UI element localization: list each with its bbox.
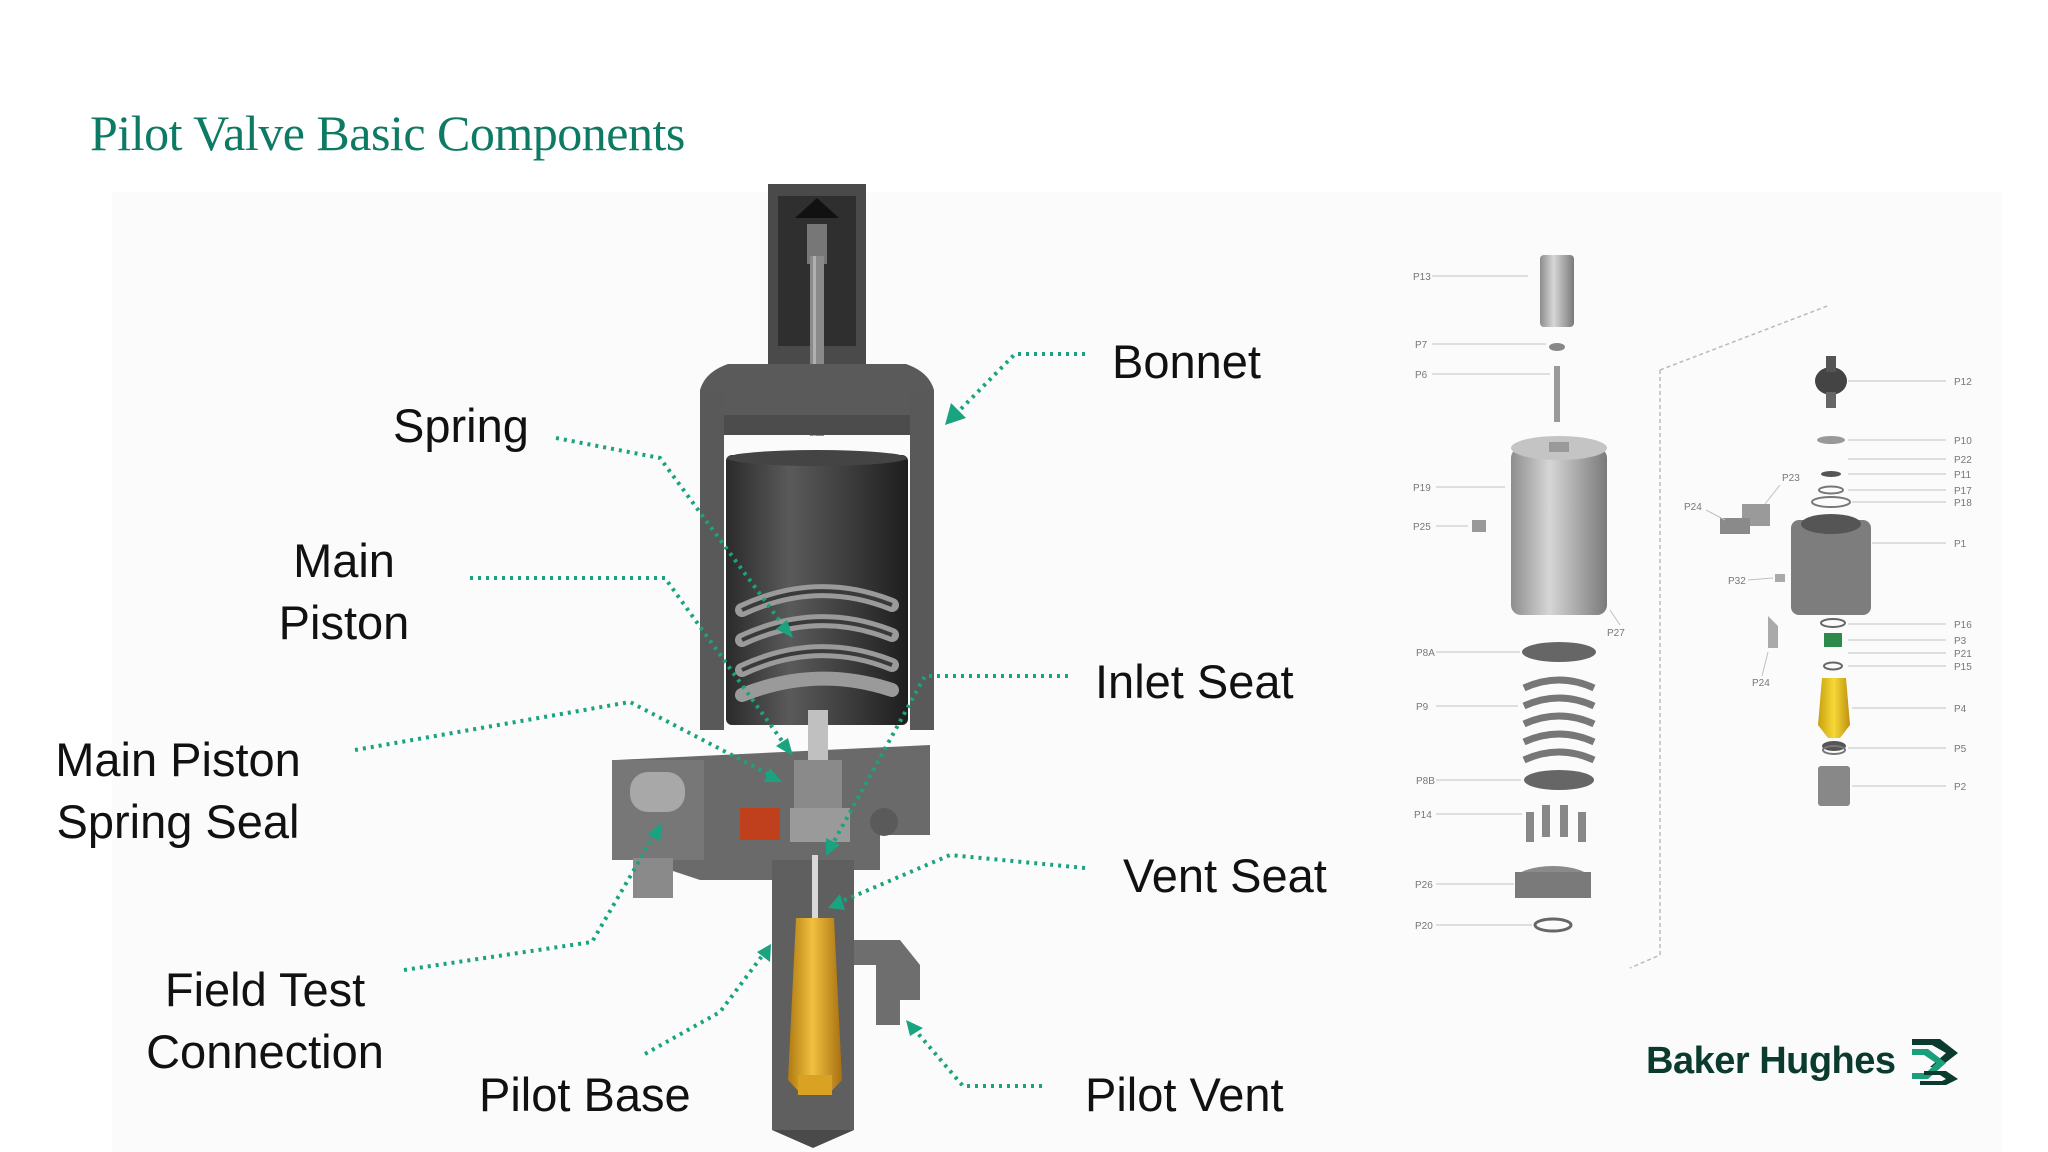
ref-label: P25: [1413, 522, 1431, 533]
part-p1-body: [1791, 520, 1871, 615]
ref-label: P24: [1684, 502, 1702, 513]
ref-label: P20: [1415, 921, 1433, 932]
brand-name: Baker Hughes: [1646, 1039, 1896, 1082]
callout-inlet-seat: Inlet Seat: [1095, 655, 1294, 708]
ref-label: P27: [1607, 628, 1625, 639]
callout-arrowheads: [648, 403, 966, 1036]
pilot-vent-arrowhead: [906, 1020, 923, 1036]
vent-seat-arrowhead: [828, 894, 845, 910]
bonnet-arrowhead: [945, 403, 966, 425]
diagram-panel: [112, 192, 2002, 1152]
ref-label: P6: [1415, 370, 1428, 381]
ref-label: P16: [1954, 620, 1972, 631]
callout-field-test-line2: Connection: [146, 1025, 384, 1078]
callout-bonnet: Bonnet: [1112, 335, 1261, 388]
part-p8b: [1524, 770, 1594, 790]
ref-label: P26: [1415, 880, 1433, 891]
part-spring: [1522, 676, 1596, 764]
part-bonnet: [1511, 448, 1607, 615]
main-piston-arrowhead: [776, 738, 793, 756]
spring-arrowhead: [776, 620, 793, 638]
field-test-leader: [403, 830, 658, 972]
part-green-seat: [1824, 633, 1842, 647]
ref-label: P21: [1954, 649, 1972, 660]
pilot-base-arrowhead: [757, 944, 771, 962]
ref-label: P14: [1414, 810, 1432, 821]
exploded-right-refs: P12 P10 P22 P11 P17 P18 P1 P16 P3 P21 P1…: [1954, 377, 1972, 793]
callout-spring-seal-line2: Spring Seal: [56, 795, 300, 848]
callout-vent-seat: Vent Seat: [1123, 849, 1327, 902]
ref-label: P2: [1954, 782, 1967, 793]
part-p12: [1815, 367, 1847, 395]
ref-label: P15: [1954, 662, 1972, 673]
ref-label: P23: [1782, 473, 1800, 484]
bonnet-body: [700, 364, 934, 420]
ref-label: P18: [1954, 498, 1972, 509]
part-p24: [1720, 518, 1750, 534]
part-p4-yellow: [1818, 678, 1850, 738]
callout-spring-seal-line1: Main Piston: [55, 733, 301, 786]
pilot-gold-piston: [788, 918, 842, 1095]
ref-label: P8A: [1416, 648, 1435, 659]
ref-label: P19: [1413, 483, 1431, 494]
callout-main-piston-line2: Piston: [278, 596, 410, 649]
bonnet-cap: [768, 184, 866, 436]
part-p32: [1775, 574, 1785, 582]
ref-label: P7: [1415, 340, 1428, 351]
part-bolts: [1526, 805, 1586, 842]
ref-label: P3: [1954, 636, 1967, 647]
ref-label: P10: [1954, 436, 1972, 447]
callout-main-piston-line1: Main: [293, 534, 395, 587]
pilot-vent-elbow: [854, 940, 920, 1025]
ref-label: P5: [1954, 744, 1967, 755]
ref-label: P12: [1954, 377, 1972, 388]
callout-pilot-vent: Pilot Vent: [1085, 1068, 1284, 1121]
exploded-view: P13 P7 P6 P19 P25 P27 P8A P9 P8B P14 P26…: [1413, 255, 1972, 969]
ref-label: P32: [1728, 576, 1746, 587]
inlet-seat-arrowhead: [826, 838, 840, 856]
seal-red: [740, 808, 780, 840]
ref-label: P4: [1954, 704, 1967, 715]
housing-right-wall: [910, 390, 934, 730]
spring-leader: [555, 436, 787, 630]
ref-label: P13: [1413, 272, 1431, 283]
ref-label: P17: [1954, 486, 1972, 497]
housing-left-wall: [700, 390, 724, 730]
callout-field-test-connection: Field Test Connection: [130, 959, 400, 1083]
callout-spring: Spring: [393, 399, 529, 452]
spring-seal-arrowhead: [764, 768, 782, 782]
ref-label: P1: [1954, 539, 1967, 550]
ref-label: P9: [1416, 702, 1429, 713]
part-p2: [1818, 766, 1850, 806]
callout-field-test-line1: Field Test: [164, 963, 366, 1016]
exploded-left-refs: P13 P7 P6 P19 P25 P27 P8A P9 P8B P14 P26…: [1413, 272, 1625, 932]
callout-pilot-base: Pilot Base: [479, 1068, 691, 1121]
slide-title: Pilot Valve Basic Components: [90, 105, 685, 161]
part-cap: [1540, 255, 1574, 327]
exploded-ref-leaders: [1432, 275, 1946, 926]
pilot-vent-leader: [913, 1028, 1042, 1088]
callout-main-piston-spring-seal: Main Piston Spring Seal: [40, 729, 316, 853]
brand-logo: Baker Hughes: [1646, 1035, 1962, 1087]
part-p25: [1472, 520, 1486, 532]
exploded-side-refs: P23 P24 P32 P24: [1684, 473, 1800, 689]
ref-label: P24: [1752, 678, 1770, 689]
callout-lines: [354, 352, 1086, 1088]
ref-label: P22: [1954, 455, 1972, 466]
spring-seal-leader: [354, 699, 771, 777]
field-test-arrowhead: [648, 822, 662, 842]
callout-main-piston: Main Piston: [268, 530, 420, 654]
vent-seat-leader: [837, 852, 1086, 905]
part-p8a: [1522, 642, 1596, 662]
ref-label: P8B: [1416, 776, 1435, 787]
brand-chevron-icon: [1911, 1039, 1958, 1085]
part-p24-elbow: [1768, 616, 1778, 648]
ref-label: P11: [1954, 470, 1971, 481]
main-piston-leader: [470, 576, 787, 747]
